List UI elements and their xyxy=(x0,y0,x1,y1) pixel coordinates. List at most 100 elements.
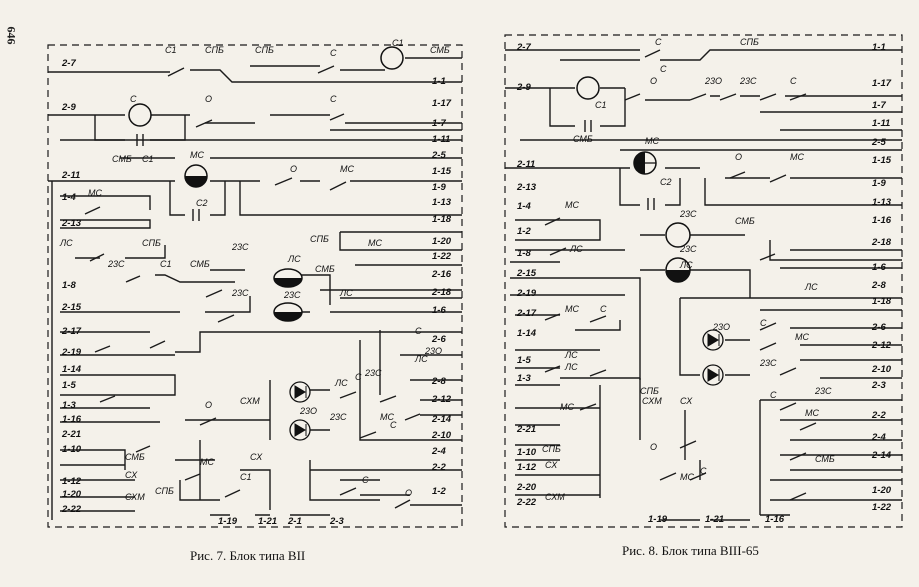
fig7-device-label: С1 xyxy=(165,45,177,55)
fig7-device-label: 23С xyxy=(283,290,301,300)
fig7-labels: 2-72-92-111-42-131-82-152-172-191-141-51… xyxy=(59,38,452,527)
fig7-device-label: 23С xyxy=(364,368,382,378)
fig8-left-terminal: 2-20 xyxy=(516,482,537,493)
fig7-left-terminal: 1-3 xyxy=(62,400,76,411)
fig8-device-label: 23С xyxy=(679,244,697,254)
fig8-device-label: МС xyxy=(795,332,809,342)
fig7-device-label: С1 xyxy=(160,259,172,269)
fig7-device-label: С xyxy=(390,420,397,430)
fig7-device-label: МС xyxy=(88,188,102,198)
fig7-left-terminal: 2-21 xyxy=(61,429,81,440)
fig7-right-terminal: 2-10 xyxy=(431,430,452,441)
fig8-right-terminal: 1-13 xyxy=(872,197,892,208)
fig7-left-terminal: 1-8 xyxy=(62,280,76,291)
fig8-left-terminal: 2-21 xyxy=(516,424,536,435)
fig8-left-terminal: 2-9 xyxy=(516,82,531,93)
fig7-bottom-terminal: 2-3 xyxy=(329,516,344,527)
fig7-device-label: С xyxy=(130,94,137,104)
fig7-right-terminal: 1-17 xyxy=(432,98,452,109)
fig8-device-label: СХ xyxy=(680,396,693,406)
fig8-bottom-terminal: 1-19 xyxy=(648,514,668,525)
fig8-device-label: МС xyxy=(565,200,579,210)
fig8-left-terminal: 1-2 xyxy=(517,226,531,237)
fig8-bottom-terminal: 1-16 xyxy=(765,514,785,525)
fig8-left-terminal: 2-19 xyxy=(516,288,537,299)
fig8-device-label: СМБ xyxy=(815,454,835,464)
fig8-right-terminal: 2-2 xyxy=(871,410,886,421)
fig8-device-label: С1 xyxy=(595,100,607,110)
fig8-device-label: ЛС xyxy=(804,282,818,292)
fig7-right-terminal: 1-2 xyxy=(432,486,446,497)
fig8-right-terminal: 2-10 xyxy=(871,364,892,375)
fig7-device-label: 23С xyxy=(107,259,125,269)
fig8-device-label: СХМ xyxy=(642,396,662,406)
fig7-device-label: С1 xyxy=(392,38,404,48)
fig8-device-label: 23О xyxy=(704,76,722,86)
fig7-device-label: СПБ xyxy=(255,45,274,55)
fig8-device-label: О xyxy=(735,152,742,162)
fig7-left-terminal: 2-15 xyxy=(61,302,82,313)
fig7-device-label: С1 xyxy=(240,472,252,482)
fig8-left-terminal: 2-15 xyxy=(516,268,537,279)
fig8-device-label: 23С xyxy=(759,358,777,368)
fig7-device-label: СХМ xyxy=(125,492,145,502)
fig8-right-terminal: 1-6 xyxy=(872,262,886,273)
fig8-device-label: С xyxy=(655,37,662,47)
fig8-device-label: МС xyxy=(680,472,694,482)
fig8-left-terminal: 1-14 xyxy=(517,328,537,339)
fig7-right-terminal: 1-11 xyxy=(432,134,450,145)
fig8-right-terminal: 2-8 xyxy=(871,280,886,291)
fig7-device-label: О xyxy=(205,94,212,104)
fig8-right-terminal: 1-11 xyxy=(872,118,890,129)
fig7-device-label: О xyxy=(405,488,412,498)
fig7-frame xyxy=(47,44,463,528)
fig7-device-label: С xyxy=(362,475,369,485)
fig8-device-label: ЛС xyxy=(679,260,693,270)
fig8-device-label: СХМ xyxy=(545,492,565,502)
fig7-bottom-terminal: 1-19 xyxy=(218,516,238,527)
fig8-right-terminal: 1-20 xyxy=(872,485,892,496)
fig7-left-terminal: 1-16 xyxy=(62,414,82,425)
fig7-right-terminal: 2-16 xyxy=(431,269,452,280)
fig7-device-label: СПБ xyxy=(155,486,174,496)
fig8-device-label: С xyxy=(660,64,667,74)
fig8-bottom-terminal: 1-21 xyxy=(705,514,724,525)
fig8-labels: 2-72-92-112-131-41-21-82-152-192-171-141… xyxy=(516,37,892,525)
fig7-left-terminal: 2-19 xyxy=(61,347,82,358)
fig8-right-terminal: 2-14 xyxy=(871,450,892,461)
fig7-device-label: О xyxy=(290,164,297,174)
fig7-device-label: МС xyxy=(368,238,382,248)
fig7-device-label: ЛС xyxy=(287,254,301,264)
fig7-diagram: 2-72-92-111-42-131-82-152-172-191-141-51… xyxy=(47,38,463,528)
fig7-device-label: 23С xyxy=(329,412,347,422)
fig7-right-terminal: 2-6 xyxy=(431,334,446,345)
fig8-right-terminal: 2-12 xyxy=(871,340,892,351)
fig7-device-label: СПБ xyxy=(142,238,161,248)
fig8-device-label: СХ xyxy=(545,460,558,470)
fig7-device-label: СПБ xyxy=(310,234,329,244)
fig8-right-terminal: 1-16 xyxy=(872,215,892,226)
fig8-device-label: МС xyxy=(805,408,819,418)
fig8-left-terminal: 1-10 xyxy=(517,447,537,458)
fig7-device-label: О xyxy=(205,400,212,410)
fig7-device-label: МС xyxy=(200,457,214,467)
fig8-device-label: 23С xyxy=(679,209,697,219)
fig8-device-label: МС xyxy=(790,152,804,162)
fig7-right-terminal: 1-6 xyxy=(432,305,446,316)
fig8-left-terminal: 1-3 xyxy=(517,373,531,384)
fig8-device-label: О xyxy=(650,76,657,86)
fig8-right-terminal: 1-7 xyxy=(872,100,886,111)
fig7-device-label: С2 xyxy=(196,198,208,208)
fig7-bottom-terminal: 2-1 xyxy=(287,516,302,527)
fig7-devices xyxy=(84,46,421,509)
fig7-right-terminal: 2-12 xyxy=(431,394,452,405)
fig7-left-terminal: 1-5 xyxy=(62,380,76,391)
fig8-left-terminal: 2-22 xyxy=(516,497,537,508)
fig7-right-terminal: 1-7 xyxy=(432,118,446,129)
fig7-right-terminal: 1-9 xyxy=(432,182,446,193)
fig8-device-label: С xyxy=(600,304,607,314)
fig7-right-terminal: 1-13 xyxy=(432,197,452,208)
fig7-device-label: ЛС xyxy=(339,288,353,298)
fig7-right-terminal: 1-1 xyxy=(432,76,446,87)
fig8-left-terminal: 2-17 xyxy=(516,308,537,319)
